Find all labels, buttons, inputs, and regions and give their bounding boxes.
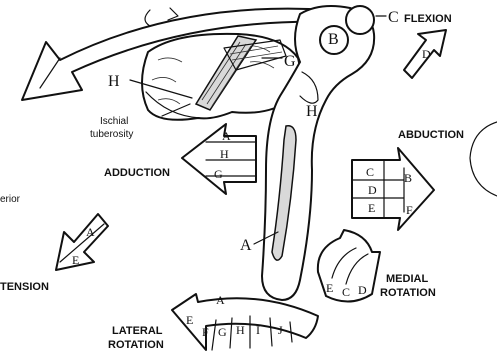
flexion-letter-0: D	[422, 47, 431, 61]
lateral-letter-0: A	[216, 293, 225, 307]
medial-letter-1: C	[342, 285, 350, 299]
ischial-label-2: tuberosity	[90, 129, 133, 140]
adduction-label: ADDUCTION	[104, 167, 170, 179]
extension-letter-0: A	[86, 225, 95, 239]
lateral-letter-5: I	[256, 323, 260, 337]
abduction-label: ABDUCTION	[398, 129, 464, 141]
abduction-arrow	[352, 148, 434, 230]
label-a: A	[240, 237, 252, 254]
abduction-letter-1: B	[404, 171, 412, 185]
extension-letter-1: E	[72, 253, 79, 267]
ischial-label-1: Ischial	[100, 116, 128, 127]
medial-label-1: MEDIAL	[386, 273, 428, 285]
lateral-letter-4: H	[236, 323, 245, 337]
medial-label-2: ROTATION	[380, 287, 436, 299]
abduction-letter-4: F	[406, 203, 413, 217]
label-b: B	[328, 31, 339, 48]
extension-arrow	[56, 214, 108, 270]
lateral-letter-6: J	[278, 323, 283, 337]
abduction-letter-2: D	[368, 183, 377, 197]
posterior-fragment-label: erior	[0, 194, 21, 205]
abduction-letter-0: C	[366, 165, 374, 179]
medial-letter-0: E	[326, 281, 333, 295]
abduction-letter-3: E	[368, 201, 375, 215]
femur-head-c	[346, 6, 374, 34]
adduction-arrow	[182, 124, 256, 194]
label-h-left: H	[108, 73, 120, 90]
lateral-letter-3: G	[218, 325, 227, 339]
medial-letter-2: D	[358, 283, 367, 297]
label-h-right: H	[306, 103, 318, 120]
edge-circle-fragment	[470, 122, 497, 196]
lateral-label-1: LATERAL	[112, 325, 163, 337]
lateral-rotation-arrow	[172, 294, 318, 350]
adduction-letter-0: A	[222, 129, 231, 143]
adduction-letter-2: G	[214, 167, 223, 181]
lateral-label-2: ROTATION	[108, 339, 164, 351]
label-c: C	[388, 9, 399, 26]
label-g: G	[284, 53, 296, 70]
adduction-letter-1: H	[220, 147, 229, 161]
lateral-letter-1: E	[186, 313, 193, 327]
extension-label: TENSION	[0, 281, 49, 293]
flexion-label: FLEXION	[404, 13, 452, 25]
lateral-letter-2: F	[202, 325, 209, 339]
